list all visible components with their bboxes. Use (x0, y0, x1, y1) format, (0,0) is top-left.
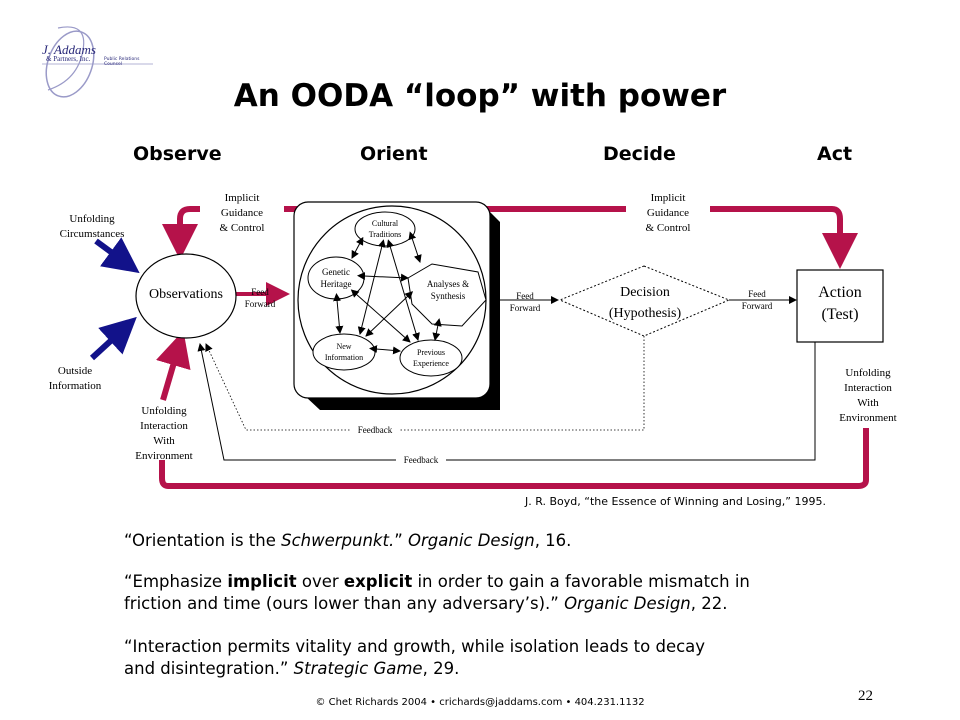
logo-name: J. Addams (42, 42, 96, 57)
feedback-dotted-line (205, 336, 645, 431)
action-node (796, 269, 884, 343)
decision-label: Decision(Hypothesis) (608, 285, 682, 321)
decision-node (558, 265, 731, 337)
feedback-label-1: Feedback (350, 424, 400, 436)
interaction-left-arrow (155, 330, 191, 401)
quote-orientation: “Orientation is the Schwerpunkt.” Organi… (124, 531, 572, 550)
feedback-solid-line (197, 342, 816, 461)
feedback-label-2: Feedback (396, 454, 446, 466)
quote-interaction: “Interaction permits vitality and growth… (124, 637, 706, 678)
quote-implicit: “Emphasize implicit over explicit in ord… (124, 572, 750, 613)
phase-orient: Orient (360, 143, 428, 165)
analyses-synthesis-label: Analyses &Synthesis (426, 279, 470, 301)
observations-node (135, 253, 237, 339)
page-title: An OODA “loop” with power (233, 78, 727, 114)
implicit-guidance-left-line (162, 206, 300, 260)
interaction-bottom-line (159, 428, 869, 489)
action-label: Action(Test) (818, 284, 862, 323)
outside-information-arrow (89, 316, 137, 361)
phase-decide: Decide (603, 143, 676, 165)
previous-experience-node (399, 339, 463, 377)
logo-swirl-icon (42, 26, 153, 98)
phase-observe: Observe (133, 143, 222, 165)
phase-act: Act (817, 143, 853, 165)
page-number: 22 (858, 688, 873, 704)
observations-label: Observations (149, 287, 223, 302)
footer: © Chet Richards 2004 • crichards@jaddams… (315, 697, 645, 708)
logo-partners: & Partners, Inc. (46, 55, 91, 63)
citation: J. R. Boyd, “the Essence of Winning and … (525, 495, 826, 508)
company-logo: J. Addams & Partners, Inc. Public Relati… (28, 20, 158, 100)
logo-tagline: Public Relations Counsel (104, 57, 140, 67)
unfolding-circumstances-arrow (94, 237, 140, 274)
implicit-guidance-right-line (478, 206, 858, 269)
